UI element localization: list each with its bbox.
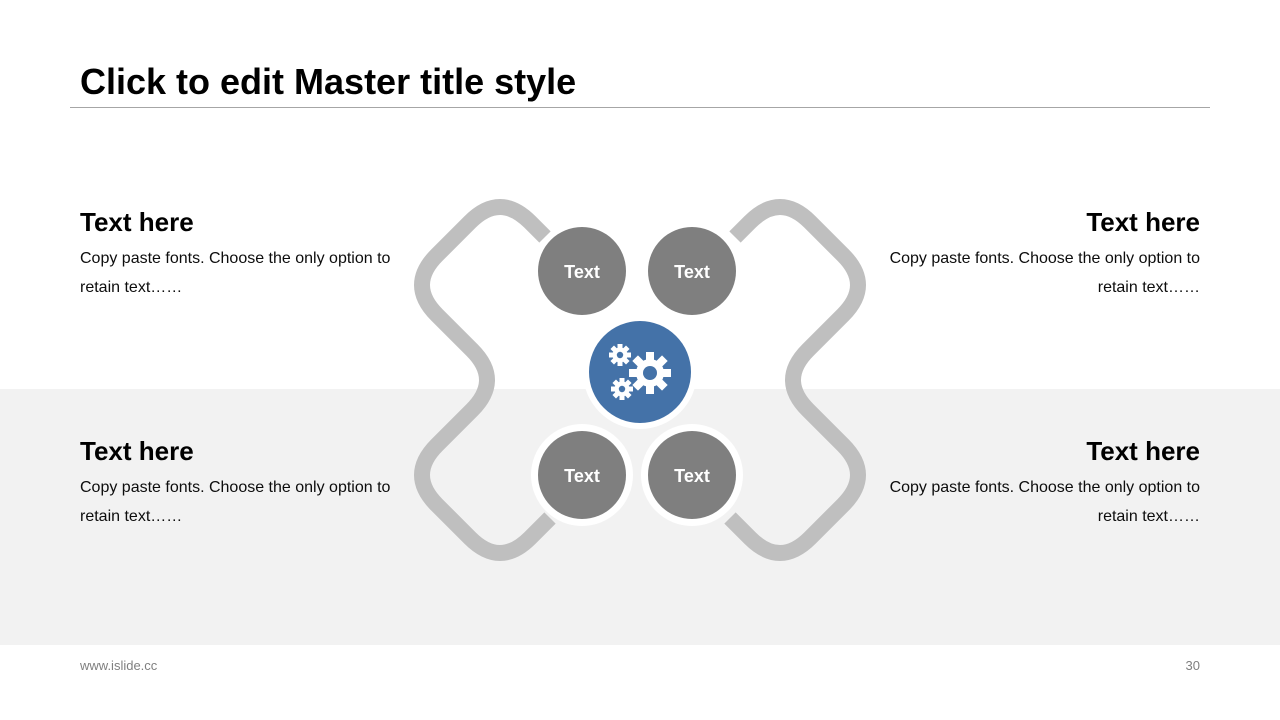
text-block-bottom-left[interactable]: Text here Copy paste fonts. Choose the o… <box>80 435 400 531</box>
circle-bottom-right-label: Text <box>674 466 710 486</box>
text-block-top-left[interactable]: Text here Copy paste fonts. Choose the o… <box>80 206 400 302</box>
footer-url: www.islide.cc <box>80 658 158 673</box>
text-block-bottom-right[interactable]: Text here Copy paste fonts. Choose the o… <box>880 435 1200 531</box>
title-divider <box>70 107 1210 108</box>
block-body: Copy paste fonts. Choose the only option… <box>80 479 391 525</box>
circle-bottom-left[interactable]: Text <box>531 424 633 526</box>
circle-top-left-label: Text <box>564 262 600 282</box>
circle-bottom-left-label: Text <box>564 466 600 486</box>
background-band <box>0 389 1280 645</box>
slide-title[interactable]: Click to edit Master title style <box>80 61 577 102</box>
block-body: Copy paste fonts. Choose the only option… <box>889 479 1200 525</box>
circle-bottom-right[interactable]: Text <box>641 424 743 526</box>
block-heading: Text here <box>1086 207 1200 237</box>
block-heading: Text here <box>1086 436 1200 466</box>
circle-top-right-label: Text <box>674 262 710 282</box>
block-heading: Text here <box>80 436 194 466</box>
center-circle[interactable] <box>583 315 697 429</box>
right-track <box>724 199 866 561</box>
block-body: Copy paste fonts. Choose the only option… <box>889 250 1200 296</box>
circle-top-right[interactable]: Text <box>648 227 736 315</box>
track-lines <box>414 199 866 561</box>
page-number: 30 <box>1185 658 1200 673</box>
text-block-top-right[interactable]: Text here Copy paste fonts. Choose the o… <box>880 206 1200 302</box>
block-heading: Text here <box>80 207 194 237</box>
block-body: Copy paste fonts. Choose the only option… <box>80 250 391 296</box>
circle-top-left[interactable]: Text <box>538 227 626 315</box>
left-track <box>414 199 556 561</box>
